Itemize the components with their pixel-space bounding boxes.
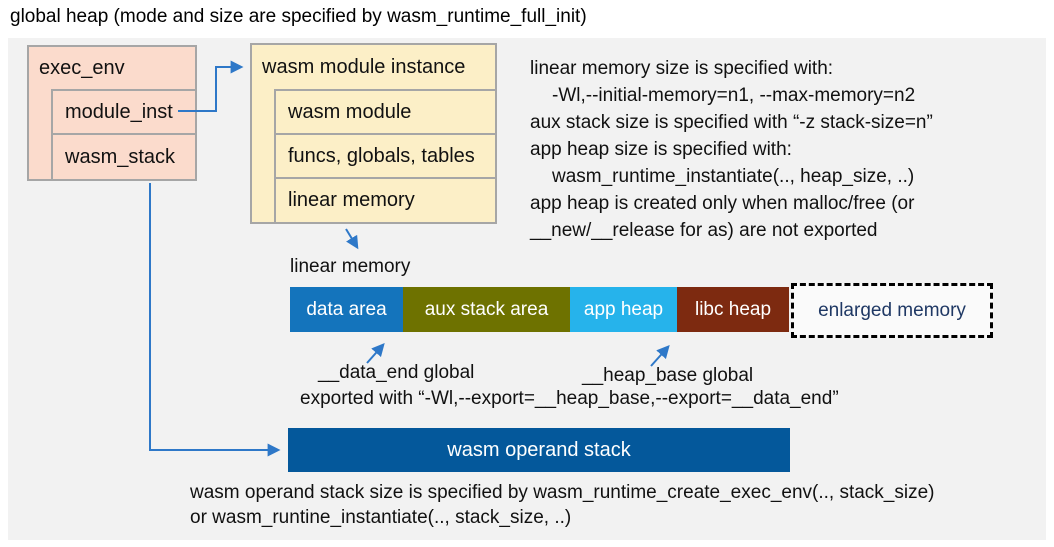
operand-stack-note-line: or wasm_runtine_instantiate(.., stack_si…	[190, 507, 572, 528]
exec-env-header: exec_env	[39, 57, 125, 79]
linear-memory-notes: linear memory size is specified with: -W…	[530, 55, 1050, 244]
exec-env-row-wasm-stack: wasm_stack	[51, 133, 197, 181]
note-line: wasm_runtime_instantiate(.., heap_size, …	[552, 166, 915, 187]
module-instance-header: wasm module instance	[262, 56, 466, 78]
module-instance-row-funcs-globals-tables: funcs, globals, tables	[274, 133, 497, 179]
segment-data-area: data area	[290, 287, 403, 332]
segment-libc-heap: libc heap	[677, 287, 789, 332]
heap-base-global-label: __heap_base global	[582, 365, 754, 386]
operand-stack-note: wasm operand stack size is specified by …	[190, 480, 935, 530]
data-end-global-label: __data_end global	[318, 362, 475, 383]
operand-stack-note-line: wasm operand stack size is specified by …	[190, 482, 935, 503]
note-line: app heap size is specified with:	[530, 139, 792, 160]
exec-env-row-module-inst: module_inst	[51, 89, 197, 135]
segment-app-heap: app heap	[570, 287, 677, 332]
module-instance-row-linear-memory: linear memory	[274, 177, 497, 224]
diagram-title: global heap (mode and size are specified…	[10, 6, 587, 27]
segment-aux-stack-area: aux stack area	[403, 287, 570, 332]
linear-memory-label: linear memory	[290, 256, 411, 277]
linear-memory-bar: data area aux stack area app heap libc h…	[290, 287, 789, 332]
module-instance-row-wasm-module: wasm module	[274, 89, 497, 135]
segment-enlarged-memory: enlarged memory	[791, 283, 993, 338]
wasm-operand-stack-bar: wasm operand stack	[288, 428, 790, 472]
note-line: aux stack size is specified with “-z sta…	[530, 112, 933, 133]
note-line: linear memory size is specified with:	[530, 58, 834, 79]
note-line: app heap is created only when malloc/fre…	[530, 193, 915, 214]
export-note: exported with “-Wl,--export=__heap_base,…	[300, 388, 839, 409]
note-line: -Wl,--initial-memory=n1, --max-memory=n2	[552, 85, 916, 106]
note-line: __new/__release for as) are not exported	[530, 220, 878, 241]
